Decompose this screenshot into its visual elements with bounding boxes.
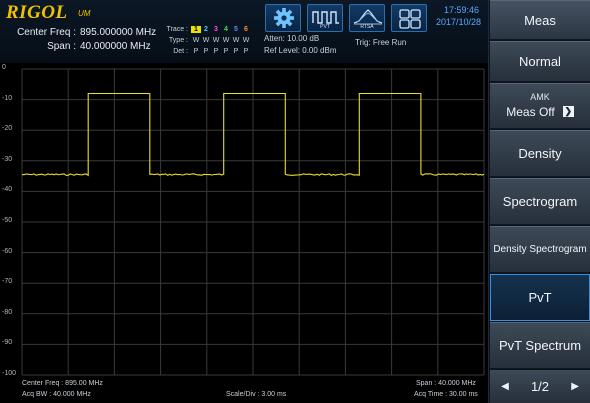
footer-center-freq[interactable]: Center Freq : 895.00 MHz xyxy=(22,380,103,387)
gear-icon xyxy=(274,8,294,28)
span-readout[interactable]: Span : 40.000000 MHz xyxy=(6,41,151,52)
page-next-arrow-icon[interactable]: ▶ xyxy=(571,381,579,392)
trigger-readout[interactable]: Trig: Free Run xyxy=(355,38,407,47)
chevron-right-icon: ❯ xyxy=(562,106,574,117)
trace-det-1: P xyxy=(193,48,199,55)
trace-type-6: W xyxy=(242,37,250,44)
center-freq-readout[interactable]: Center Freq : 895.000000 MHz xyxy=(6,27,156,38)
pvt-trace-line xyxy=(21,92,485,177)
footer-span[interactable]: Span : 40.000 MHz xyxy=(416,380,476,387)
trace-det-3: P xyxy=(213,48,219,55)
graticule xyxy=(21,68,485,376)
atten-readout[interactable]: Atten: 10.00 dB xyxy=(264,34,320,43)
softkey-menu: Meas Normal AMK Meas Off ❯ Density Spect… xyxy=(488,0,590,403)
trace-det-4: P xyxy=(223,48,229,55)
y-tick-label: -90 xyxy=(2,339,13,347)
clock-time: 17:59:46 xyxy=(444,5,480,15)
softkey-pvt-spectrum[interactable]: PvT Spectrum xyxy=(490,322,590,369)
amk-label: AMK xyxy=(530,91,550,102)
trace-type-3: W xyxy=(212,37,220,44)
y-tick-label: -80 xyxy=(2,308,13,316)
footer-acq-bw[interactable]: Acq BW : 40.000 MHz xyxy=(22,391,91,398)
rtsa-icon xyxy=(353,9,383,25)
trace-number-2[interactable]: 2 xyxy=(204,26,208,33)
softkey-density-spectrogram[interactable]: Density Spectrogram xyxy=(490,226,590,273)
ref-level-readout[interactable]: Ref Level: 0.00 dBm xyxy=(264,46,337,55)
trace-type-1: W xyxy=(192,37,200,44)
window-layout-icon xyxy=(399,9,421,29)
span-value: 40.000000 MHz xyxy=(80,41,151,52)
y-tick-label: -50 xyxy=(2,217,13,224)
softkey-pager: ◀ 1/2 ▶ xyxy=(490,370,590,403)
pvt-icon xyxy=(312,11,339,24)
trace-det-5: P xyxy=(233,48,239,55)
status-header: RIGOL UM Center Freq : 895.000000 MHz Spa… xyxy=(0,0,488,63)
rtsa-mode-label: RTSA xyxy=(360,24,374,30)
trace-number-3[interactable]: 3 xyxy=(214,26,218,33)
trace-det-2: P xyxy=(203,48,209,55)
rigol-logo: RIGOL xyxy=(6,2,68,23)
trace-type-2: W xyxy=(202,37,210,44)
det-label: Det : xyxy=(173,48,188,55)
rtsa-mode-button[interactable]: RTSA xyxy=(349,4,385,32)
page-indicator: 1/2 xyxy=(530,379,550,394)
y-tick-label: -70 xyxy=(2,278,13,286)
trace-type-4: W xyxy=(222,37,230,44)
trace-number-4[interactable]: 4 xyxy=(224,26,228,33)
softkey-density[interactable]: Density xyxy=(490,130,590,177)
y-tick-label: 0 xyxy=(2,64,6,71)
measurement-footer: Center Freq : 895.00 MHz Acq BW : 40.000… xyxy=(0,379,488,403)
settings-mode-button[interactable] xyxy=(265,4,301,32)
amk-value: Meas Off xyxy=(506,104,555,119)
pvt-plot-area[interactable]: 0 -10 -20 -30 -40 -50 -60 -70 -80 -90 -100 xyxy=(0,63,488,379)
logo-model-suffix: UM xyxy=(78,9,91,18)
window-layout-button[interactable] xyxy=(391,4,427,32)
trace-label: Trace : xyxy=(166,26,188,33)
pvt-mode-label: PVT xyxy=(320,24,330,30)
type-label: Type : xyxy=(168,37,188,44)
trace-number-5[interactable]: 5 xyxy=(234,26,238,33)
span-label: Span : xyxy=(47,41,76,52)
trace-type-5: W xyxy=(232,37,240,44)
footer-scale-div[interactable]: Scale/Div : 3.00 ms xyxy=(226,391,287,398)
y-tick-label: -40 xyxy=(2,186,13,194)
center-freq-value: 895.000000 MHz xyxy=(80,27,157,38)
trace-det-6: P xyxy=(243,48,249,55)
trace-number-6[interactable]: 6 xyxy=(244,26,248,33)
trace-status-table[interactable]: Trace : 1 2 3 4 5 6 Type : W W W W W W D… xyxy=(165,24,251,57)
page-prev-arrow-icon[interactable]: ◀ xyxy=(501,381,509,392)
softkey-pvt[interactable]: PvT xyxy=(490,274,590,321)
pvt-trace-graph[interactable] xyxy=(0,63,488,379)
center-freq-label: Center Freq : xyxy=(17,27,76,38)
clock-date: 2017/10/28 xyxy=(436,17,482,27)
softkey-amk[interactable]: AMK Meas Off ❯ xyxy=(490,83,590,129)
y-tick-label: -100 xyxy=(2,370,17,377)
softkey-spectrogram[interactable]: Spectrogram xyxy=(490,178,590,225)
trace-number-1[interactable]: 1 xyxy=(191,26,201,33)
y-tick-label: -10 xyxy=(2,94,13,102)
y-tick-label: -30 xyxy=(2,155,13,163)
y-tick-label: -60 xyxy=(2,247,13,255)
pvt-mode-button[interactable]: PVT xyxy=(307,4,343,32)
softkey-menu-title: Meas xyxy=(490,0,590,40)
softkey-normal[interactable]: Normal xyxy=(490,41,590,82)
y-tick-label: -20 xyxy=(2,125,13,133)
trace-1 xyxy=(21,92,485,177)
footer-acq-time[interactable]: Acq Time : 30.00 ms xyxy=(414,391,478,398)
